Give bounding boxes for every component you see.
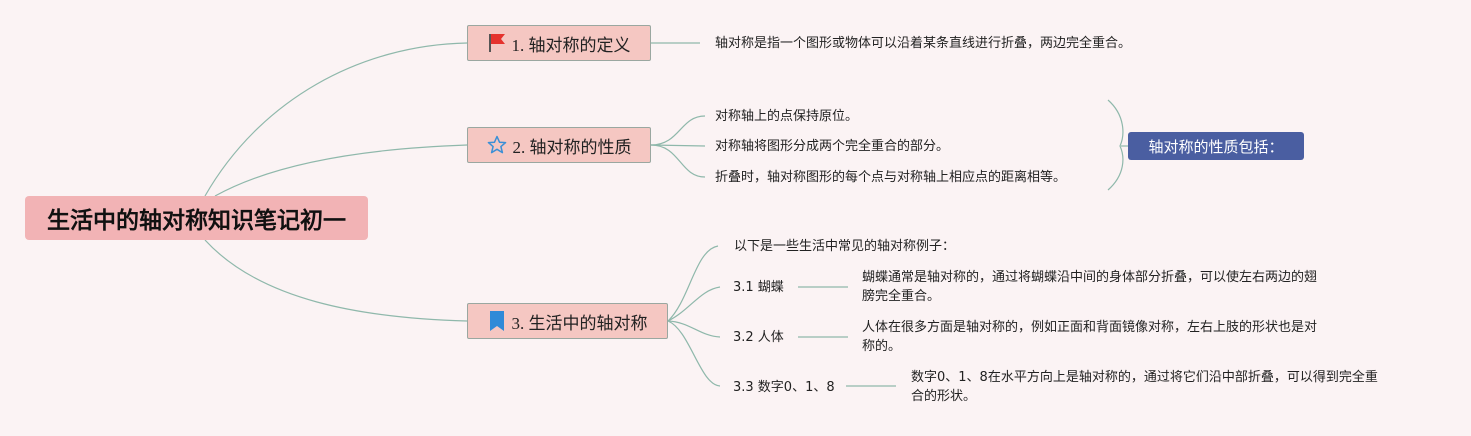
- desc-line: 人体在很多方面是轴对称的，例如正面和背面镜像对称，左右上肢的形状也是对: [862, 320, 1318, 335]
- branch-properties[interactable]: 2. 轴对称的性质: [467, 127, 651, 163]
- star-outline-icon: [487, 135, 507, 155]
- branch-properties-label: 2. 轴对称的性质: [512, 137, 632, 157]
- property-leaf-3: 折叠时，轴对称图形的每个点与对称轴上相应点的距离相等。: [715, 170, 1067, 185]
- branch-definition[interactable]: 1. 轴对称的定义: [467, 25, 651, 61]
- connector-branch-3-item-3: [667, 320, 721, 387]
- red-flag-icon: [488, 33, 506, 53]
- properties-summary[interactable]: 轴对称的性质包括：: [1128, 132, 1304, 160]
- root-topic[interactable]: 生活中的轴对称知识笔记初一: [25, 196, 368, 240]
- example-desc-digits: 数字0、1、8在水平方向上是轴对称的，通过将它们沿中部折叠，可以得到完全重 合的…: [911, 368, 1378, 406]
- root-title: 生活中的轴对称知识笔记初一: [47, 208, 346, 234]
- examples-intro: 以下是一些生活中常见的轴对称例子：: [734, 239, 956, 254]
- branch-definition-label: 1. 轴对称的定义: [511, 35, 631, 55]
- connector-branch-3-item-1: [667, 286, 721, 322]
- connector-root-branch-2: [214, 144, 468, 197]
- example-item-butterfly[interactable]: 3.1 蝴蝶: [733, 280, 784, 295]
- example-desc-human-body: 人体在很多方面是轴对称的，例如正面和背面镜像对称，左右上肢的形状也是对 称的。: [862, 318, 1317, 356]
- desc-line: 膀完全重合。: [862, 289, 941, 304]
- example-desc-butterfly: 蝴蝶通常是轴对称的，通过将蝴蝶沿中间的身体部分折叠，可以使左右两边的翅 膀完全重…: [862, 268, 1317, 306]
- property-leaf-1: 对称轴上的点保持原位。: [715, 109, 859, 124]
- connector-branch-3-intro: [667, 245, 719, 322]
- connector-branch-2-leaf-1: [650, 115, 706, 146]
- definition-leaf: 轴对称是指一个图形或物体可以沿着某条直线进行折叠，两边完全重合。: [715, 36, 1132, 51]
- desc-line: 数字0、1、8在水平方向上是轴对称的，通过将它们沿中部折叠，可以得到完全重: [911, 370, 1378, 385]
- branch-daily-life-label: 3. 生活中的轴对称: [511, 313, 648, 333]
- desc-line: 合的形状。: [911, 389, 977, 404]
- desc-line: 称的。: [862, 339, 902, 354]
- connector-branch-3-item-2: [667, 320, 721, 338]
- blue-flag-icon: [488, 310, 506, 332]
- property-leaf-2: 对称轴将图形分成两个完全重合的部分。: [715, 139, 950, 154]
- connector-root-branch-3: [204, 239, 468, 322]
- example-item-human-body[interactable]: 3.2 人体: [733, 330, 784, 345]
- summary-brace: [1107, 99, 1124, 191]
- example-item-digits[interactable]: 3.3 数字0、1、8: [733, 380, 835, 395]
- desc-line: 蝴蝶通常是轴对称的，通过将蝴蝶沿中间的身体部分折叠，可以使左右两边的翅: [862, 270, 1318, 285]
- connector-branch-2-leaf-3: [650, 144, 706, 178]
- connector-branch-2-leaf-2: [650, 144, 706, 147]
- connector-root-branch-1: [204, 42, 468, 197]
- branch-daily-life[interactable]: 3. 生活中的轴对称: [467, 303, 668, 339]
